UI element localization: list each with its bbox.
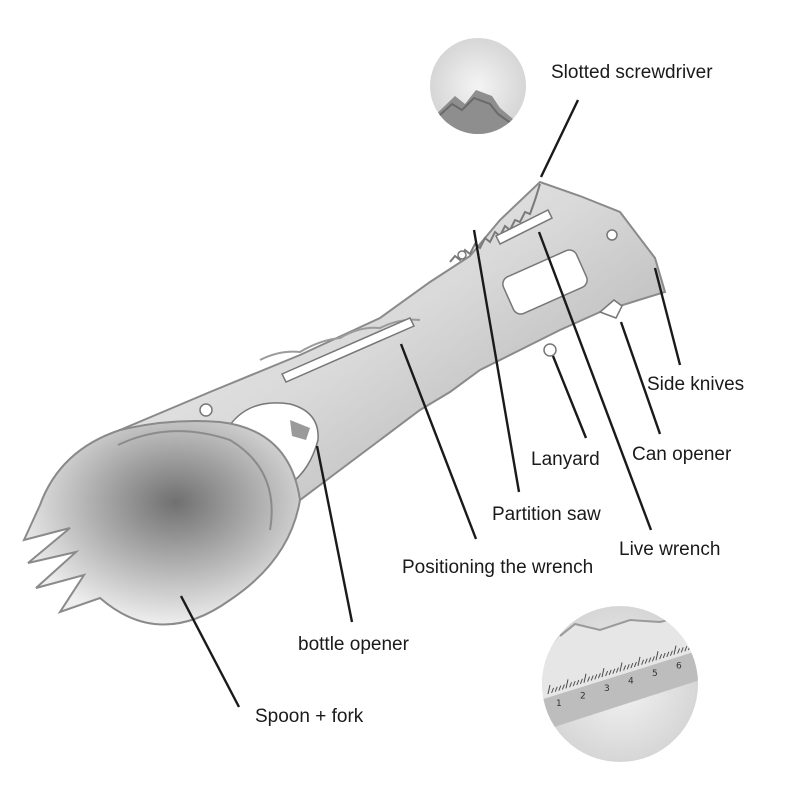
leader-side-knives	[653, 267, 682, 366]
ruler-tick	[637, 656, 641, 666]
ruler-tick	[565, 679, 569, 689]
ruler-tick	[597, 673, 601, 679]
ruler-tick	[684, 646, 688, 652]
label-lanyard: Lanyard	[531, 449, 600, 470]
label-slotted-screwdriver: Slotted screwdriver	[551, 62, 713, 83]
multitool-body	[22, 180, 667, 626]
ruler-tick	[572, 680, 576, 687]
leader-spoon-fork	[179, 595, 241, 708]
ruler-tick	[623, 665, 627, 671]
leader-bottle-opener	[315, 445, 354, 623]
label-can-opener: Can opener	[632, 444, 732, 465]
ruler-tick	[551, 687, 555, 694]
ruler-tick	[561, 684, 565, 690]
label-side-knives: Side knives	[647, 374, 745, 395]
ruler-tick	[641, 659, 645, 665]
ruler-tick	[547, 684, 551, 695]
ruler-number: 5	[652, 669, 658, 679]
ruler-tick	[655, 651, 659, 661]
ruler-tick-marks: 1 2 3 4 5 6	[547, 644, 691, 709]
ruler-tick	[659, 653, 663, 660]
leader-lanyard	[551, 355, 588, 439]
ruler-tick	[594, 674, 598, 680]
screwdriver-detail-photo	[430, 38, 526, 134]
ruler-number: 4	[628, 677, 634, 687]
label-bottle-opener: bottle opener	[298, 634, 409, 655]
ruler-number: 3	[604, 684, 610, 694]
ruler-tick	[662, 652, 666, 659]
ruler-tick	[583, 673, 587, 683]
ruler-tick	[576, 679, 580, 686]
ruler-tick	[630, 662, 634, 669]
label-spoon-fork: Spoon + fork	[255, 706, 364, 727]
ruler-tick	[569, 682, 573, 688]
ruler-tick	[644, 658, 648, 664]
leader-slotted-screwdriver	[539, 99, 580, 178]
ruler-tick	[651, 656, 655, 662]
leader-lines	[179, 99, 682, 708]
ruler-tick	[626, 664, 630, 670]
ruler-tick	[633, 661, 637, 668]
ruler-number: 2	[580, 692, 586, 702]
ruler-tick	[587, 676, 591, 682]
ruler-tick	[677, 648, 681, 654]
ruler-tick	[612, 668, 616, 674]
ruler-tick	[673, 645, 677, 655]
ruler-detail-photo: 1 2 3 4 5 6	[542, 606, 698, 762]
ruler-tick	[558, 685, 562, 691]
ruler-tick	[590, 675, 594, 681]
leader-can-opener	[619, 321, 662, 435]
leader-partition-saw	[472, 229, 521, 493]
ruler-tick	[666, 651, 670, 658]
leader-live-wrench	[537, 231, 653, 531]
ruler-tick	[619, 662, 623, 672]
label-partition-saw: Partition saw	[492, 504, 601, 525]
ruler-tick	[601, 668, 605, 678]
ruler-tick	[615, 667, 619, 673]
ruler-tick	[579, 678, 583, 685]
label-live-wrench: Live wrench	[619, 539, 721, 560]
ruler-tick	[608, 669, 612, 676]
ruler-tick	[554, 686, 558, 692]
label-positioning-wrench: Positioning the wrench	[402, 557, 594, 578]
ruler-tick	[680, 647, 684, 653]
ruler-number: 1	[556, 699, 562, 709]
ruler-number: 6	[676, 662, 682, 672]
ruler-tick	[605, 670, 609, 677]
leader-positioning-wrench	[399, 343, 478, 540]
ruler-tick	[669, 650, 673, 656]
ruler-tick	[648, 657, 652, 663]
